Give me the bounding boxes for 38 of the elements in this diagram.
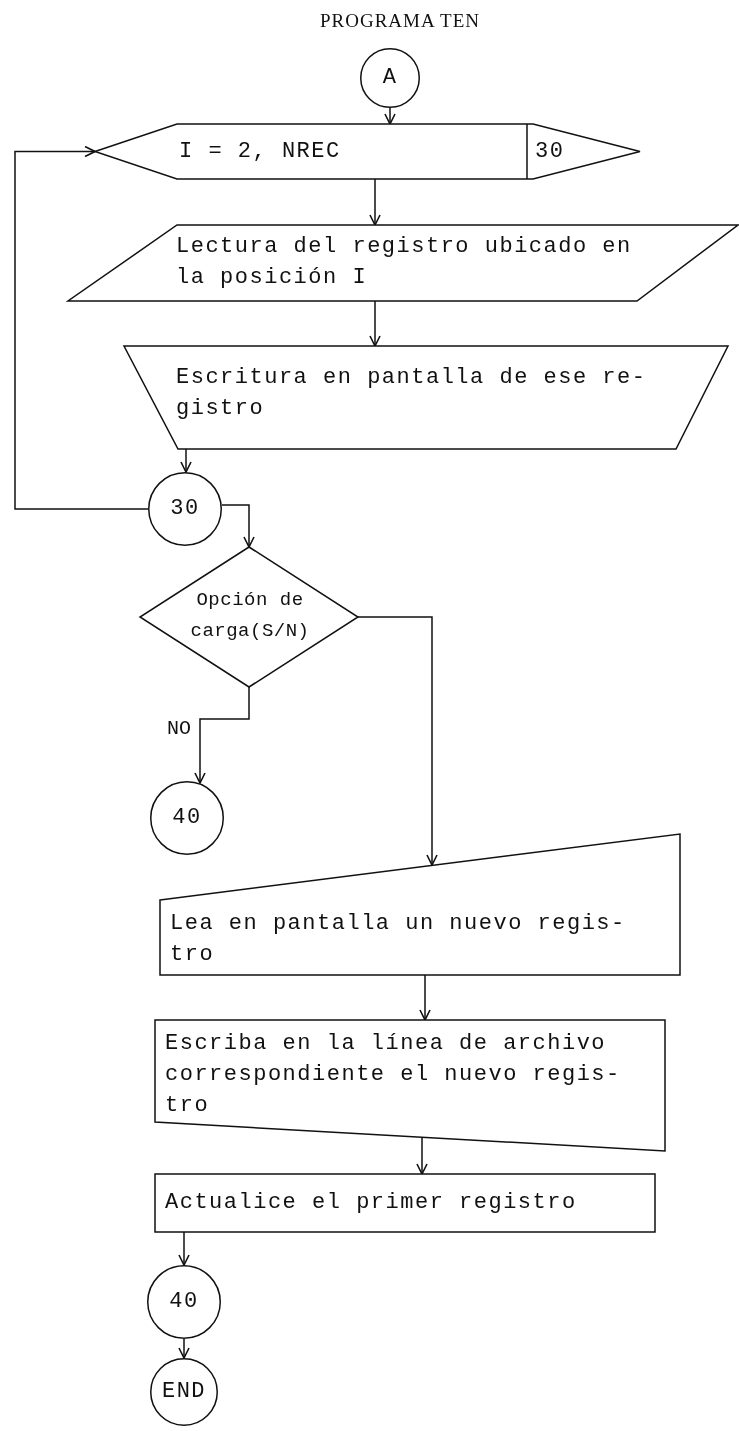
node-text: Escritura en pantalla de ese re- gistro bbox=[176, 364, 648, 423]
arrow bbox=[221, 504, 255, 548]
node-text: Opción de carga(S/N) bbox=[189, 588, 311, 644]
node-text: END bbox=[160, 1378, 208, 1406]
arrow bbox=[178, 1338, 190, 1359]
loop-hexagon bbox=[95, 124, 640, 179]
connector-circle bbox=[150, 781, 224, 855]
node-text: Escriba en la línea de archivo correspondiente el nuevo regis- tro bbox=[165, 1030, 622, 1120]
arrow bbox=[14, 145, 149, 510]
arrow bbox=[416, 1136, 428, 1175]
display-trapezoid bbox=[124, 346, 728, 449]
arrow bbox=[369, 178, 381, 226]
connector-circle bbox=[360, 48, 420, 108]
arrow bbox=[178, 1231, 190, 1266]
process-box bbox=[155, 1020, 665, 1151]
input-parallelogram bbox=[68, 225, 738, 301]
connector-circle bbox=[148, 472, 222, 546]
node-text: I = 2, NREC bbox=[179, 138, 342, 166]
arrow bbox=[357, 616, 438, 866]
node-text: 30 bbox=[535, 138, 566, 166]
node-text: 30 bbox=[169, 495, 201, 523]
connector-circle bbox=[147, 1265, 221, 1339]
manual-input-box bbox=[160, 834, 680, 975]
arrow bbox=[194, 686, 250, 784]
node-text: Lectura del registro ubicado en la posición I bbox=[176, 233, 633, 292]
arrow bbox=[369, 300, 381, 347]
process-box bbox=[155, 1174, 655, 1232]
arrow bbox=[419, 974, 431, 1021]
arrow bbox=[180, 448, 192, 473]
decision-diamond bbox=[140, 547, 358, 687]
title: PROGRAMA TEN bbox=[320, 10, 480, 32]
node-text: A bbox=[381, 64, 399, 92]
terminal-circle bbox=[150, 1358, 218, 1426]
node-text: Lea en pantalla un nuevo regis- tro bbox=[170, 910, 627, 969]
node-text: Actualice el primer registro bbox=[165, 1189, 578, 1217]
node-text: 40 bbox=[168, 1288, 200, 1316]
arrow bbox=[384, 107, 396, 125]
node-text: 40 bbox=[171, 804, 203, 832]
